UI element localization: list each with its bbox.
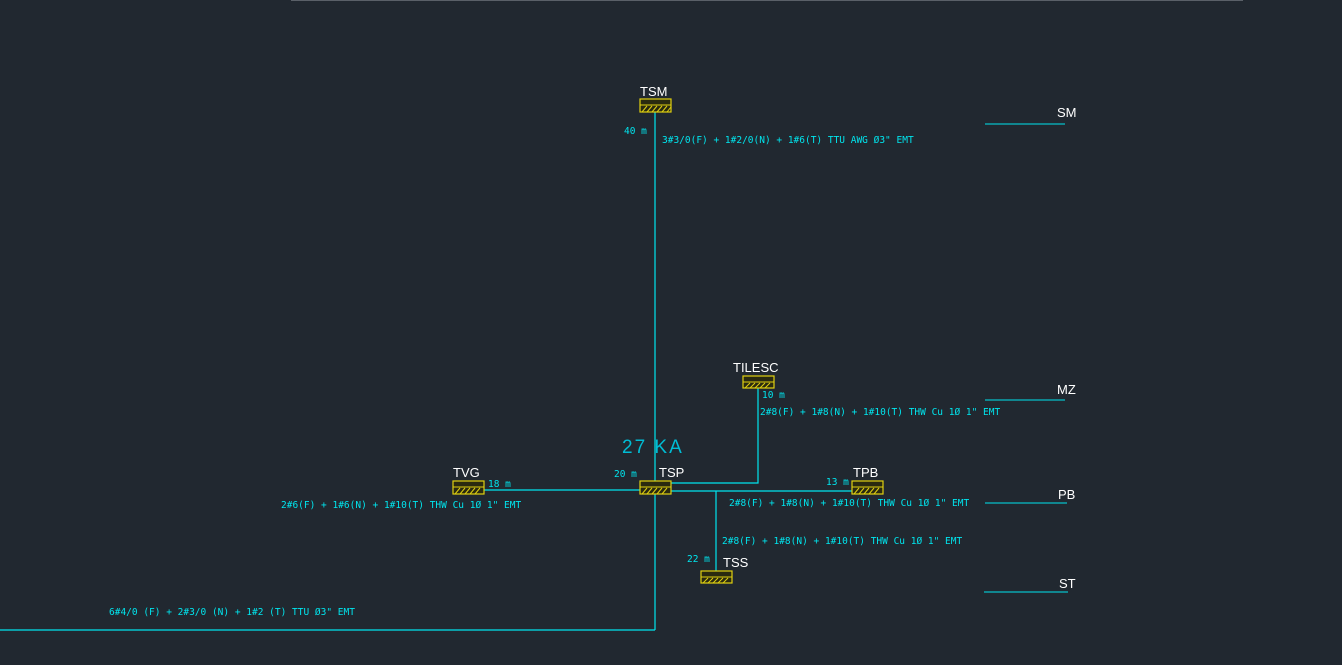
cable-spec-tsm: 3#3/0(F) + 1#2/0(N) + 1#6(T) TTU AWG Ø3"… [662, 135, 914, 146]
panel-label: TILESC [733, 360, 779, 375]
level-label: SM [1057, 105, 1077, 120]
panel-tvg[interactable]: TVG [452, 465, 485, 495]
panel-tilesc[interactable]: TILESC [733, 360, 779, 389]
level-pb: PB [985, 487, 1075, 504]
panel-hatch [641, 105, 672, 113]
length-tsp: 20 m [614, 469, 637, 480]
level-sm: SM [985, 105, 1077, 125]
length-tsm: 40 m [624, 126, 647, 137]
panel-hatch [641, 487, 668, 495]
panel-tss[interactable]: TSS [700, 555, 749, 584]
cable-spec-main: 6#4/0 (F) + 2#3/0 (N) + 1#2 (T) TTU Ø3" … [109, 607, 355, 618]
panel-label: TVG [453, 465, 480, 480]
panel-hatch [853, 487, 880, 495]
panel-label: TSP [659, 465, 684, 480]
fault-level-label: 27 KA [622, 437, 684, 458]
cable-spec-tss: 2#8(F) + 1#8(N) + 1#10(T) THW Cu 1Ø 1" E… [722, 536, 962, 547]
level-label: ST [1059, 576, 1076, 591]
panel-hatch [454, 487, 481, 495]
level-label: PB [1058, 487, 1075, 502]
wiring [0, 112, 852, 631]
level-label: MZ [1057, 382, 1076, 397]
cable-spec-tilesc: 2#8(F) + 1#8(N) + 1#10(T) THW Cu 1Ø 1" E… [760, 407, 1000, 418]
length-tilesc: 10 m [762, 390, 785, 401]
panel-tsm[interactable]: TSM [639, 84, 672, 113]
feeder-tilesc [671, 388, 759, 484]
length-tvg: 18 m [488, 479, 511, 490]
level-mz: MZ [985, 382, 1076, 401]
panel-hatch [744, 382, 771, 389]
panel-tpb[interactable]: TPB [851, 465, 884, 495]
level-st: ST [984, 576, 1076, 593]
panel-label: TPB [853, 465, 878, 480]
cable-spec-tvg: 2#6(F) + 1#6(N) + 1#10(T) THW Cu 1Ø 1" E… [281, 500, 521, 511]
cable-spec-tpb: 2#8(F) + 1#8(N) + 1#10(T) THW Cu 1Ø 1" E… [729, 498, 969, 509]
length-tpb: 13 m [826, 477, 849, 488]
panel-tsp[interactable]: TSP [639, 465, 684, 495]
panel-hatch [702, 577, 729, 584]
panel-label: TSM [640, 84, 667, 99]
length-tss: 22 m [687, 554, 710, 565]
panel-label: TSS [723, 555, 749, 570]
